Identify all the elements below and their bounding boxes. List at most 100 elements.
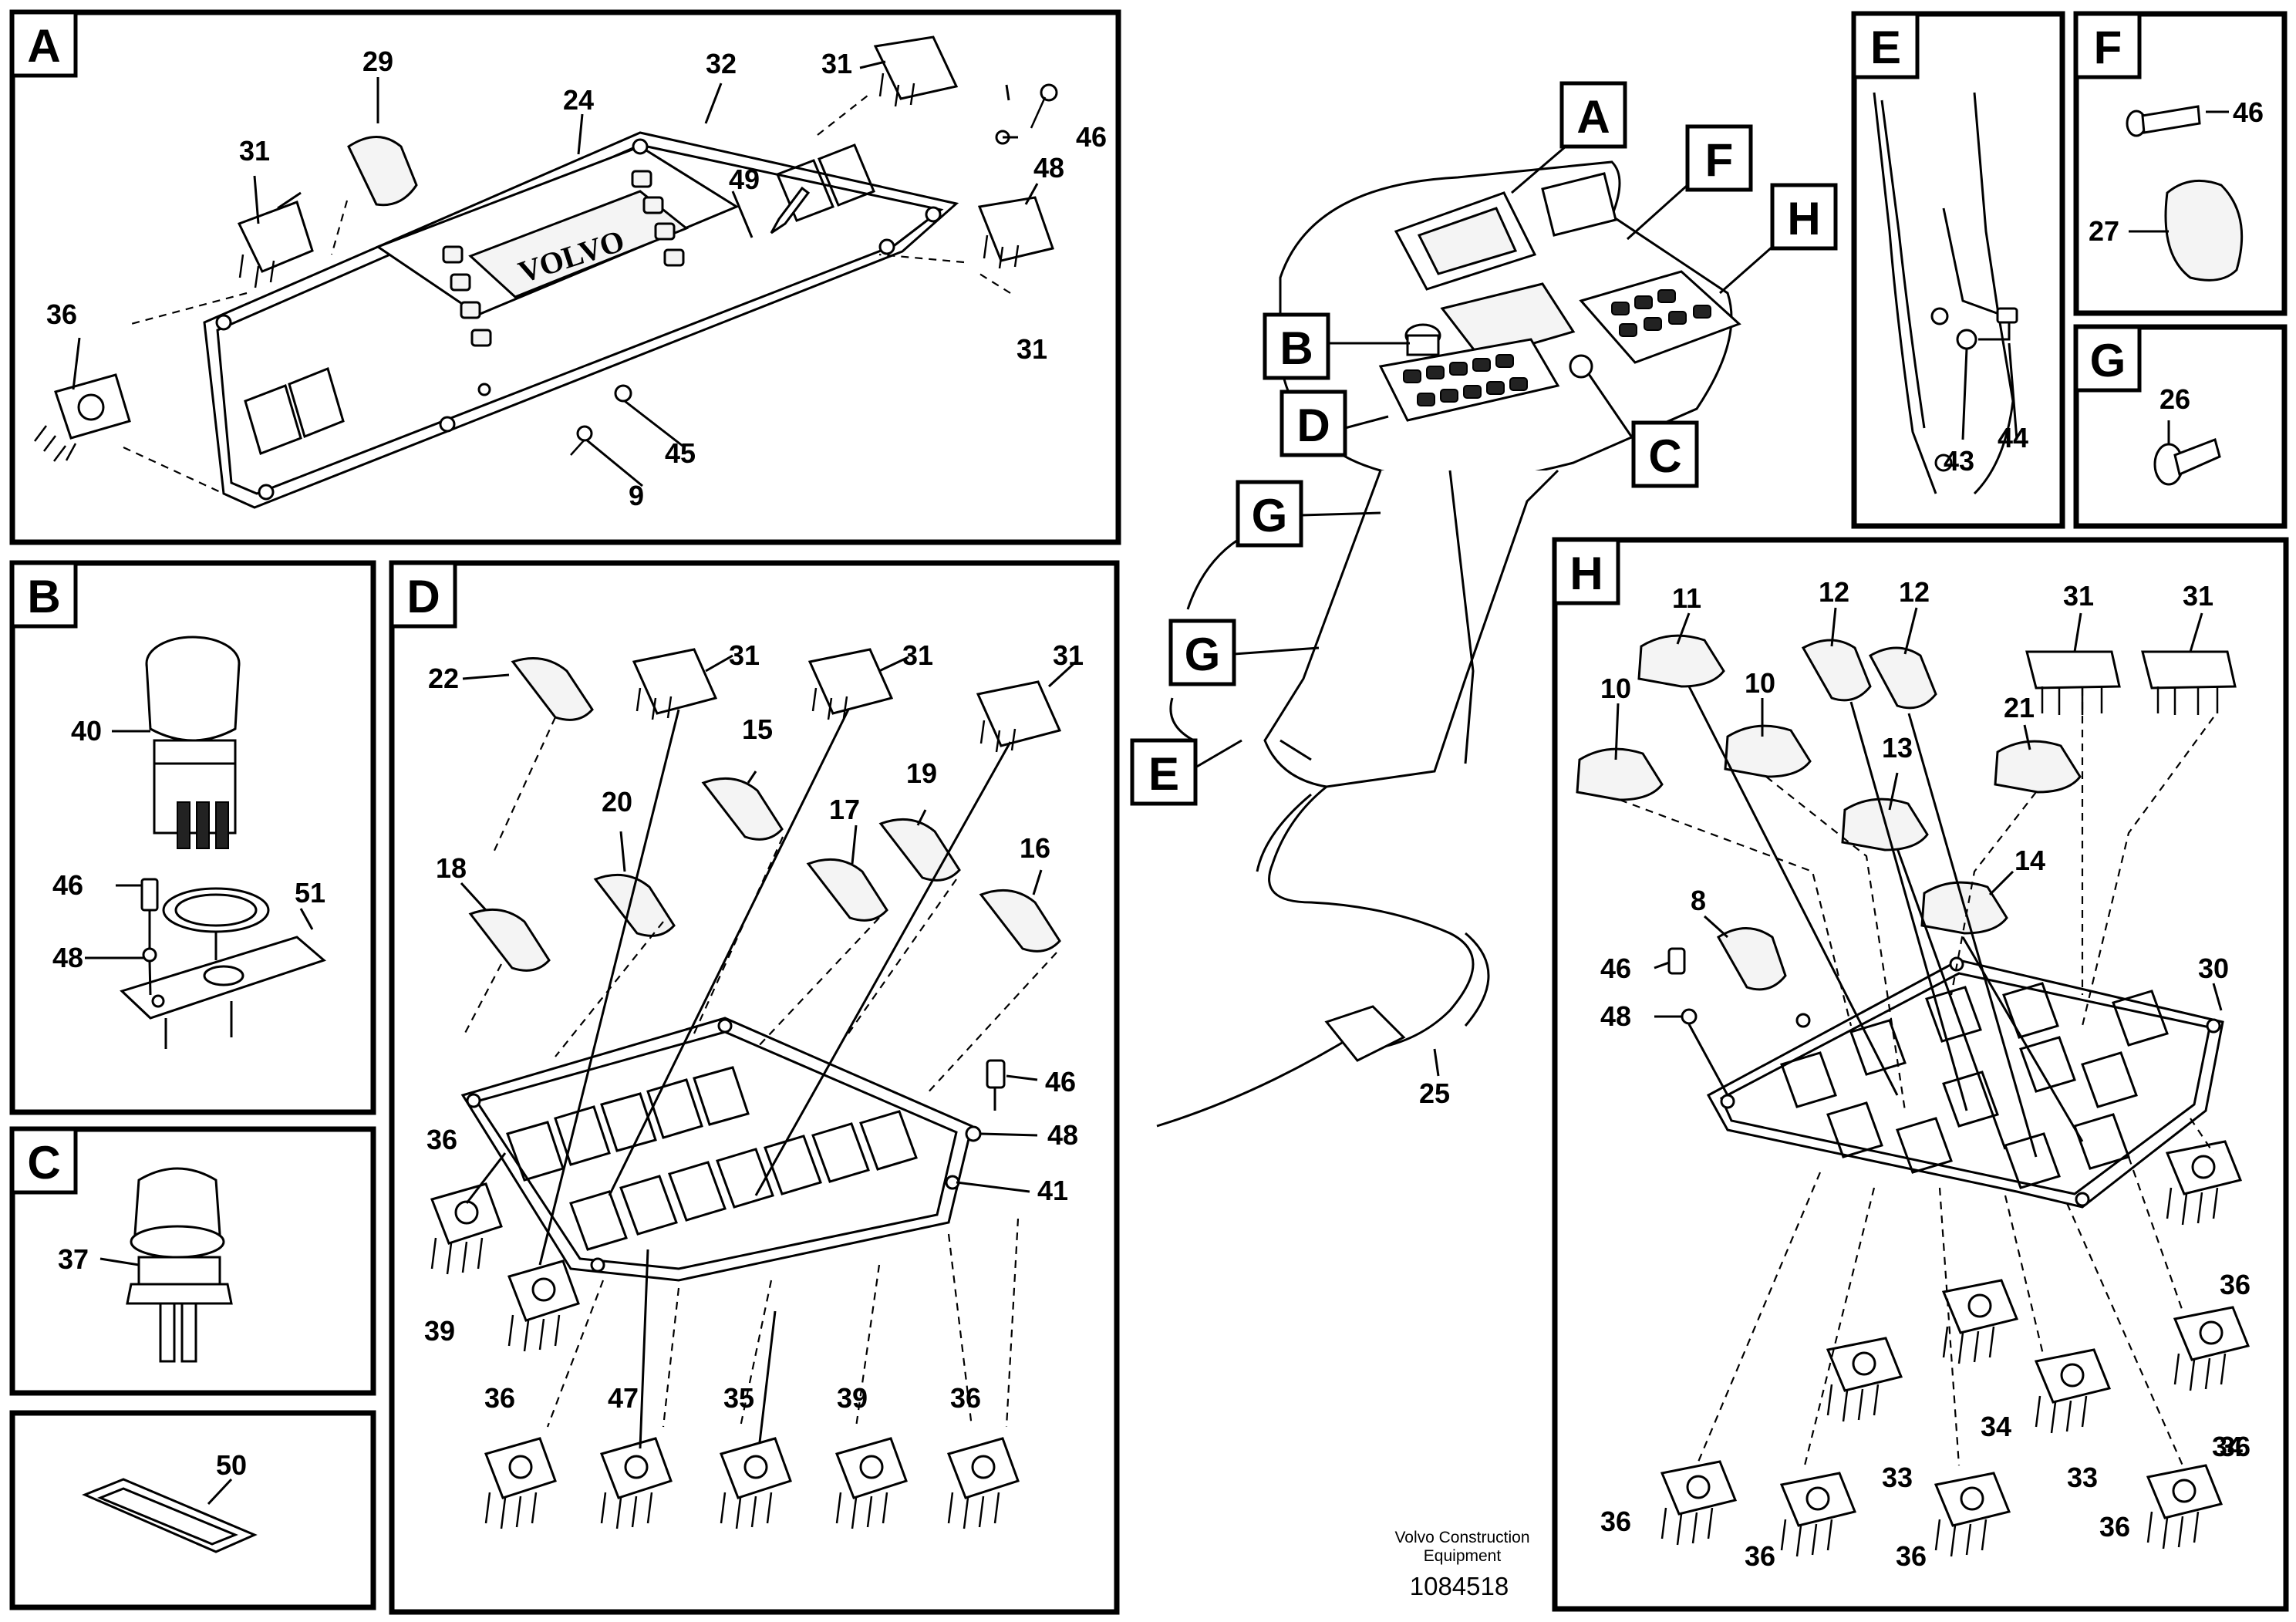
switch-block-d-3 — [484, 1437, 557, 1529]
part-16 — [979, 889, 1061, 953]
label-8: 8 — [1691, 885, 1706, 916]
switch-block-d-1 — [430, 1182, 503, 1275]
label-46: 46 — [1076, 121, 1107, 153]
overview-console: A F H B D C G G E 25 — [1130, 81, 1838, 1128]
overview-tag-b: B — [1279, 322, 1313, 374]
label-31-b: 31 — [2183, 580, 2213, 612]
part-51-plate — [120, 936, 326, 1020]
label-31-b: 31 — [239, 135, 270, 167]
label-37: 37 — [58, 1243, 89, 1275]
part-8 — [1716, 927, 1787, 991]
panel-e-tag: E — [1870, 22, 1901, 73]
label-34-a: 34 — [1981, 1411, 2011, 1442]
label-48: 48 — [52, 942, 83, 973]
footer-company-line2: Equipment — [1424, 1547, 1502, 1565]
label-47: 47 — [608, 1382, 639, 1414]
part-12-b — [1868, 646, 1937, 710]
overview-tag-g2: G — [1185, 629, 1221, 680]
label-14: 14 — [2014, 845, 2045, 876]
part-31-d3 — [976, 680, 1062, 747]
part-17 — [806, 858, 888, 922]
part-29 — [347, 136, 418, 207]
panel-d-tag: D — [406, 571, 440, 622]
label-36-b: 36 — [484, 1382, 515, 1414]
label-13: 13 — [1882, 732, 1913, 764]
label-43: 43 — [1944, 445, 1974, 477]
panel-c-tag: C — [27, 1137, 60, 1189]
label-46: 46 — [1045, 1066, 1076, 1098]
panel-c: C 37 — [9, 1126, 376, 1396]
part-41-plate — [460, 1017, 973, 1282]
switch-block-h-4 — [2034, 1348, 2112, 1434]
part-15 — [701, 777, 784, 841]
label-36-a: 36 — [426, 1124, 457, 1155]
label-18: 18 — [436, 852, 467, 884]
label-16: 16 — [1020, 832, 1050, 864]
switch-block-d-5 — [720, 1437, 792, 1529]
label-31-a: 31 — [821, 48, 852, 79]
overview-tag-e: E — [1148, 748, 1179, 800]
part-12-a — [1801, 639, 1872, 702]
switch-block-h-2 — [2173, 1306, 2250, 1391]
footer: Volvo Construction Equipment 1084518 — [1394, 1529, 1529, 1600]
switch-block-h-7 — [1779, 1472, 1857, 1557]
panel-g-tag: G — [2090, 335, 2126, 386]
part-31-top — [873, 35, 959, 107]
label-36-f: 36 — [2099, 1511, 2130, 1543]
part-31-h2 — [2141, 650, 2237, 690]
label-22: 22 — [428, 663, 459, 694]
part-31-right — [977, 196, 1054, 269]
footer-drawing-number: 1084518 — [1410, 1572, 1509, 1600]
label-25: 25 — [1419, 1077, 1450, 1109]
switch-block-d-2 — [507, 1259, 580, 1352]
label-31-a: 31 — [2063, 580, 2094, 612]
part-10-b — [1724, 724, 1812, 778]
panel-e: E 43 44 — [1851, 11, 2065, 529]
part-31-d1 — [632, 648, 718, 715]
part-31-h1 — [2025, 650, 2121, 690]
label-27: 27 — [2089, 215, 2119, 247]
overview-tag-c: C — [1648, 430, 1681, 482]
label-36-e: 36 — [1896, 1540, 1927, 1572]
part-11 — [1637, 634, 1725, 688]
label-36-d: 36 — [1745, 1540, 1775, 1572]
label-45: 45 — [665, 437, 696, 469]
label-48: 48 — [1600, 1000, 1631, 1032]
switch-block-h-9 — [2146, 1464, 2224, 1549]
part-19 — [878, 818, 961, 882]
part-37-sensor — [126, 1167, 233, 1363]
footer-company-line1: Volvo Construction — [1394, 1529, 1529, 1546]
part-40-emergency-stop — [145, 636, 241, 849]
panel-b-tag: B — [27, 571, 60, 622]
label-15: 15 — [742, 713, 773, 745]
part-22 — [511, 657, 594, 721]
panel-f: F 46 27 — [2073, 11, 2288, 316]
label-31-c: 31 — [1017, 333, 1047, 365]
label-51: 51 — [295, 877, 325, 909]
label-48: 48 — [1047, 1119, 1078, 1151]
panel-a-tag: A — [27, 20, 60, 72]
overview-tag-h: H — [1787, 193, 1820, 244]
label-33-b: 33 — [2067, 1462, 2098, 1493]
label-40: 40 — [71, 715, 102, 747]
label-21: 21 — [2004, 692, 2035, 723]
label-12-b: 12 — [1899, 576, 1930, 608]
label-24: 24 — [563, 84, 594, 116]
switch-block-h-3 — [1941, 1279, 2019, 1364]
panel-d: D — [389, 560, 1120, 1615]
label-32: 32 — [706, 48, 737, 79]
panel-a: A VOLVO — [9, 9, 1121, 545]
label-31-c: 31 — [1053, 639, 1084, 671]
switch-block-d-7 — [947, 1437, 1020, 1529]
part-30-plate — [1706, 956, 2224, 1209]
switch-block-d-4 — [600, 1437, 673, 1529]
label-49: 49 — [729, 164, 760, 195]
label-36-a: 36 — [2220, 1269, 2250, 1300]
switch-block-h-5 — [1826, 1337, 1903, 1422]
overview-tag-g1: G — [1252, 490, 1288, 541]
label-10-b: 10 — [1745, 667, 1775, 699]
overview-tag-d: D — [1296, 400, 1330, 451]
panel-f-tag: F — [2094, 22, 2122, 73]
panel-g: G 26 — [2073, 324, 2288, 529]
